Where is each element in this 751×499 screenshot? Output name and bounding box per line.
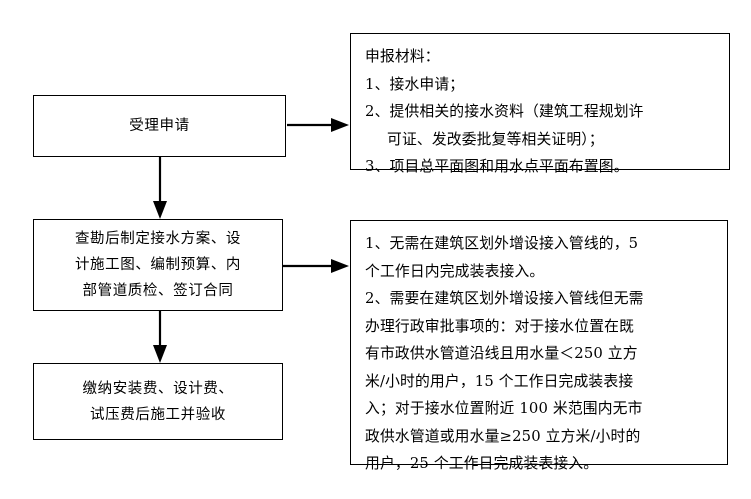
process-node-2-line-3: 部管道质检、签订合同 (82, 283, 234, 299)
process-node-receive-application[interactable]: 受理申请 (33, 95, 286, 157)
note-box-2-body: 1、无需在建筑区划外增设接入管线的，5 个工作日内完成装表接入。 2、需要在建筑… (351, 221, 751, 473)
note-2-line-9: 用户，25 个工作日完成装表接入。 (365, 455, 599, 472)
process-node-2-body: 查勘后制定接水方案、设 计施工图、编制预算、内 部管道质检、签订合同 (34, 220, 282, 310)
arrow-node1-to-note1 (287, 118, 349, 132)
note-box-1-body: 申报材料： 1、接水申请； 2、提供相关的接水资料（建筑工程规划许 可证、发改委… (351, 34, 751, 178)
arrow-node2-to-node3 (153, 311, 167, 363)
process-node-payment-construction-acceptance[interactable]: 缴纳安装费、设计费、 试压费后施工并验收 (33, 363, 283, 440)
note-1-line-3: 2、提供相关的接水资料（建筑工程规划许 (365, 103, 644, 120)
process-node-2-line-1: 查勘后制定接水方案、设 (74, 231, 242, 247)
process-node-3-line-2: 试压费后施工并验收 (90, 406, 226, 423)
note-2-line-2: 个工作日内完成装表接入。 (365, 262, 545, 280)
note-box-processing-timeline[interactable]: 1、无需在建筑区划外增设接入管线的，5 个工作日内完成装表接入。 2、需要在建筑… (350, 220, 728, 472)
note-2-line-4: 办理行政审批事项的：对于接水位置在既 (365, 317, 635, 335)
note-1-line-5: 3、项目总平面图和用水点平面布置图。 (365, 158, 629, 175)
note-2-line-1: 1、无需在建筑区划外增设接入管线的，5 (365, 235, 639, 252)
note-2-line-8: 政供水管道或用水量≥250 立方米/小时的 (365, 427, 641, 445)
note-2-line-3: 2、需要在建筑区划外增设接入管线但无需 (365, 290, 644, 307)
process-node-3-body: 缴纳安装费、设计费、 试压费后施工并验收 (34, 364, 282, 439)
arrow-node2-to-note2 (283, 259, 349, 273)
arrow-node1-to-node2 (153, 157, 167, 219)
note-1-line-4: 可证、发改委批复等相关证明）； (387, 130, 604, 148)
process-node-1-body: 受理申请 (34, 96, 285, 156)
process-node-2-line-2: 计施工图、编制预算、内 (74, 257, 242, 273)
note-2-line-5: 有市政供水管道沿线且用水量＜250 立方 (365, 345, 638, 362)
note-1-line-1: 申报材料： (365, 48, 440, 65)
process-node-3-line-1: 缴纳安装费、设计费、 (82, 380, 234, 397)
note-box-declaration-materials[interactable]: 申报材料： 1、接水申请； 2、提供相关的接水资料（建筑工程规划许 可证、发改委… (350, 33, 730, 175)
process-node-survey-design-contract[interactable]: 查勘后制定接水方案、设 计施工图、编制预算、内 部管道质检、签订合同 (33, 219, 283, 311)
note-2-line-7: 入；对于接水位置附近 100 米范围内无市 (365, 400, 643, 417)
process-node-1-line-1: 受理申请 (129, 118, 190, 134)
note-2-line-6: 米/小时的用户，15 个工作日完成装表接 (365, 372, 634, 390)
note-1-line-2: 1、接水申请； (365, 75, 465, 93)
